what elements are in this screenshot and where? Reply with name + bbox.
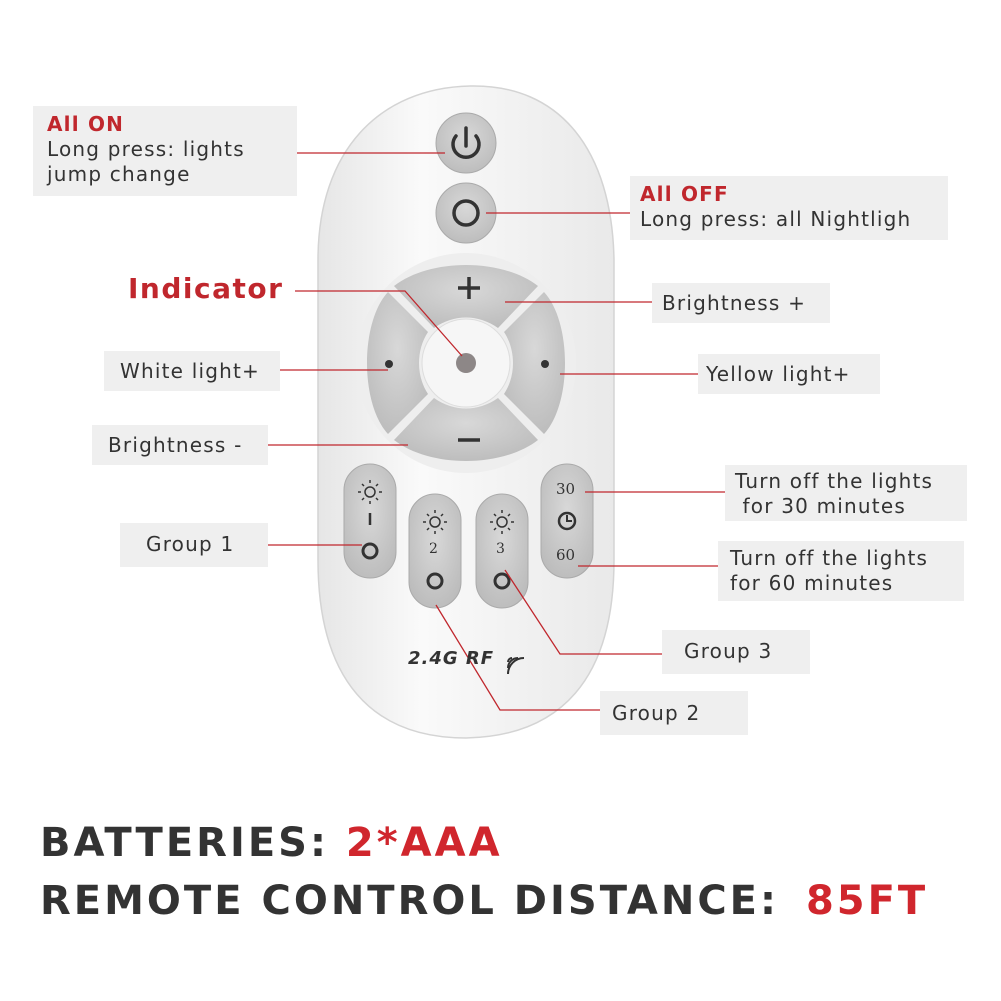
leader-lines: [268, 152, 725, 711]
batteries-label: BATTERIES:: [40, 820, 329, 866]
timer30-line1: Turn off the lights: [735, 469, 934, 493]
all-off-line1: Long press: all Nightligh: [640, 207, 912, 231]
white-light-label: White light+: [120, 359, 260, 383]
callout-yellow-light: Yellow light+: [698, 354, 880, 394]
callout-group2: Group 2: [600, 691, 748, 735]
rf-wave-icon: [507, 657, 525, 675]
group2-label: Group 2: [612, 701, 701, 725]
all-on-title: All ON: [47, 112, 125, 136]
group2-button[interactable]: [408, 493, 462, 609]
timer60-line2: for 60 minutes: [730, 571, 894, 595]
power-button[interactable]: [435, 112, 497, 174]
leader-indicator: [295, 290, 463, 357]
all-on-line1: Long press: lights: [47, 137, 245, 161]
timer30-line2: for 30 minutes: [735, 494, 906, 518]
timer-button[interactable]: [540, 463, 594, 579]
distance-label: REMOTE CONTROL DISTANCE:: [40, 878, 779, 924]
yellow-light-button[interactable]: [504, 292, 565, 434]
brightness-plus-label: Brightness +: [662, 291, 807, 315]
timer-30-label: 30: [556, 480, 576, 498]
yellow-light-label: Yellow light+: [706, 362, 851, 386]
callout-group1: Group 1: [120, 523, 268, 567]
batteries-value: 2*AAA: [345, 820, 503, 866]
callout-timer30: Turn off the lights for 30 minutes: [725, 465, 967, 521]
brightness-up-button[interactable]: [394, 265, 538, 328]
distance-row: REMOTE CONTROL DISTANCE: 85FT: [40, 878, 928, 924]
group3-button[interactable]: [475, 493, 529, 609]
leader-group3: [504, 569, 662, 655]
group3-label: Group 3: [684, 639, 773, 663]
all-on-line2: jump change: [47, 162, 191, 186]
callout-all-off: All OFF Long press: all Nightligh: [630, 176, 948, 240]
white-light-button[interactable]: [367, 292, 428, 434]
indicator-led: [421, 318, 511, 408]
indicator-label: Indicator: [128, 272, 284, 305]
group3-digit: 3: [496, 541, 505, 557]
distance-value: 85FT: [805, 878, 929, 924]
rf-label: 2.4G RF: [408, 648, 495, 669]
brightness-down-button[interactable]: [394, 398, 538, 461]
all-off-title: All OFF: [640, 182, 729, 206]
timer60-line1: Turn off the lights: [730, 546, 929, 570]
brightness-minus-label: Brightness -: [108, 433, 243, 457]
group1-button[interactable]: [343, 463, 397, 579]
callout-brightness-minus: Brightness -: [92, 425, 268, 465]
callout-white-light: White light+: [104, 351, 280, 391]
timer-60-label: 60: [556, 546, 576, 564]
callout-all-on: All ON Long press: lights jump change: [33, 106, 297, 196]
leader-group2: [435, 604, 600, 711]
callout-timer60: Turn off the lights for 60 minutes: [718, 541, 964, 601]
group1-label: Group 1: [146, 532, 235, 556]
batteries-row: BATTERIES: 2*AAA: [40, 820, 503, 866]
group2-digit: 2: [429, 541, 438, 557]
callout-brightness-plus: Brightness +: [652, 283, 830, 323]
callout-group3: Group 3: [662, 630, 810, 674]
